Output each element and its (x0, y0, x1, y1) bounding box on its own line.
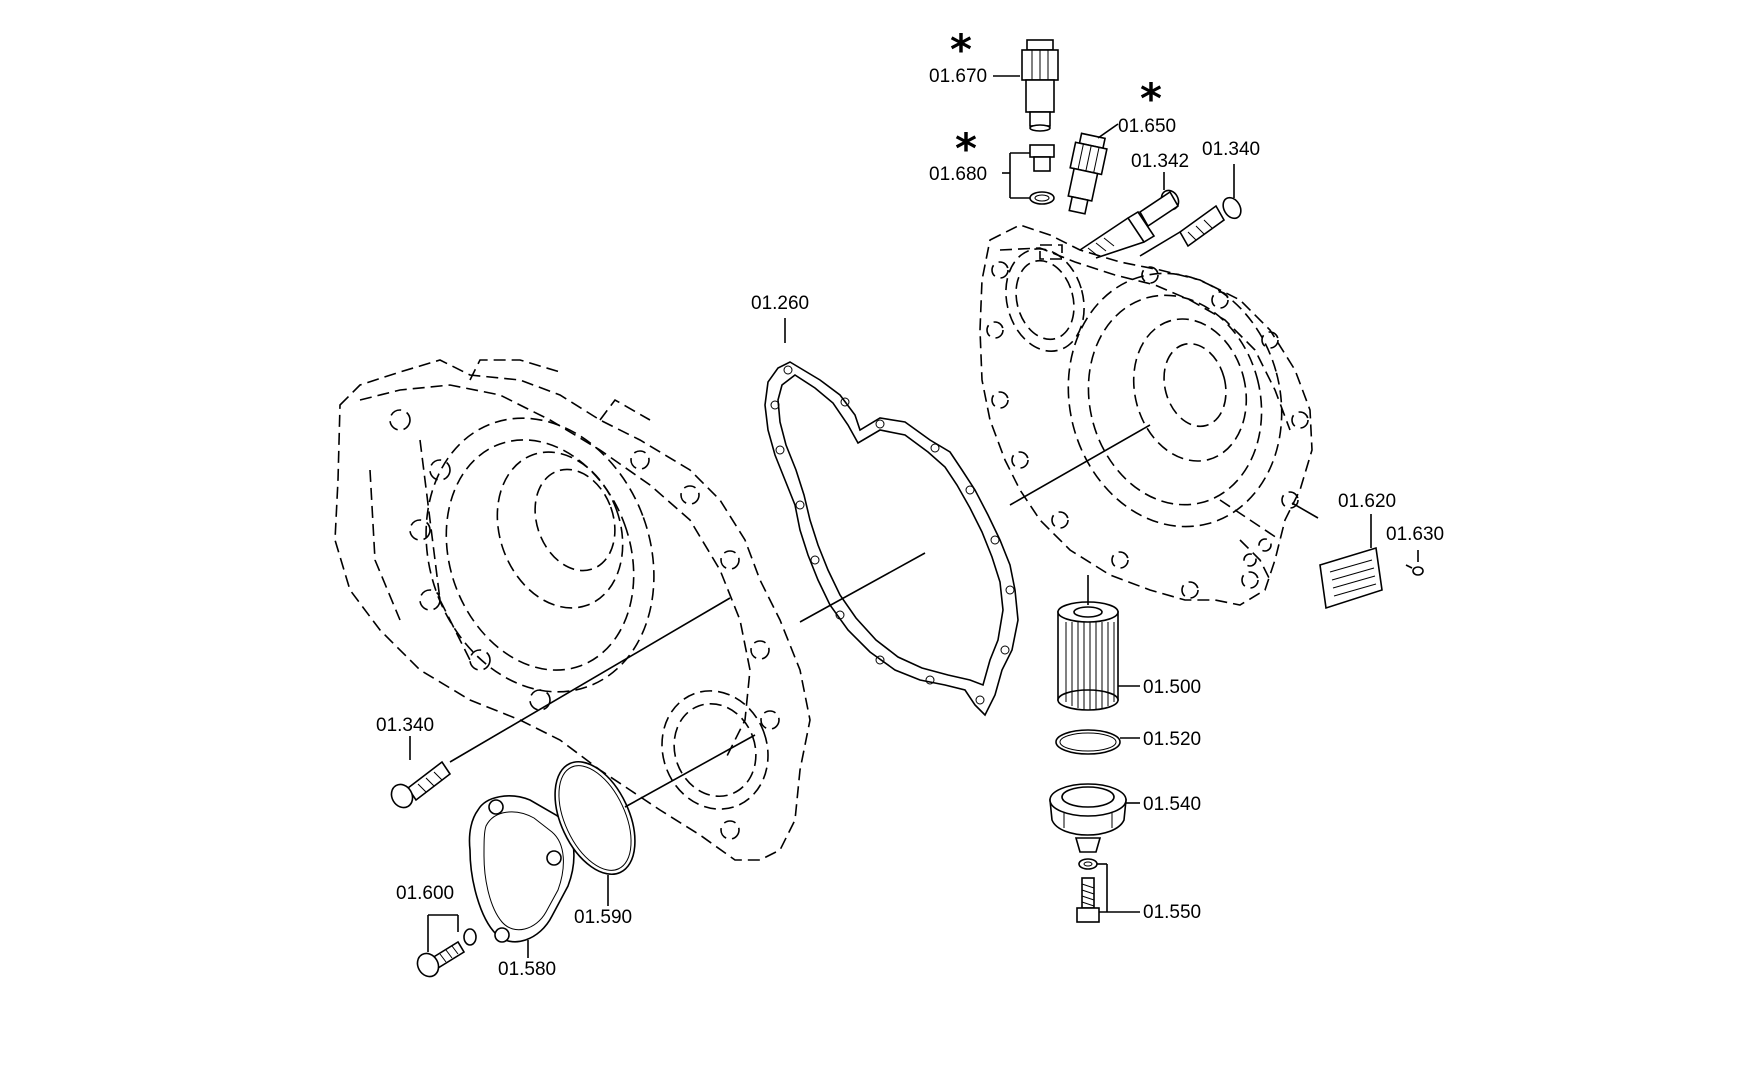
bolt-washer-01-550 (1076, 858, 1100, 923)
label-01-540: 01.540 (1143, 794, 1201, 815)
asterisk-marker-01-650: * (1140, 74, 1162, 123)
label-01-340-top: 01.340 (1202, 139, 1260, 160)
rivet-01-630 (1405, 564, 1424, 576)
label-01-260: 01.260 (751, 293, 809, 314)
oil-filter-01-500 (1057, 601, 1119, 711)
o-ring-01-520 (1055, 729, 1121, 755)
label-01-342: 01.342 (1131, 151, 1189, 172)
sensor-01-650 (1067, 132, 1108, 215)
leader-lines (409, 75, 1419, 958)
asterisk-marker-01-670: * (950, 25, 972, 74)
label-01-590: 01.590 (574, 907, 632, 928)
left-transmission-housing (334, 359, 811, 861)
right-transmission-housing (979, 224, 1313, 606)
asterisk-marker-01-680: * (955, 124, 977, 173)
label-01-600: 01.600 (396, 883, 454, 904)
label-01-670: 01.670 (929, 66, 987, 87)
bolt-01-340-top (1139, 196, 1242, 257)
bolt-washer-01-600 (416, 928, 477, 978)
label-01-580: 01.580 (498, 959, 556, 980)
o-ring-01-590 (554, 760, 636, 876)
bolt-01-342 (1079, 189, 1180, 259)
filter-housing-01-540 (1049, 783, 1127, 853)
cover-01-580 (468, 795, 575, 943)
sensor-01-670 (1021, 39, 1059, 132)
bolt-01-340-left (390, 760, 452, 809)
label-01-340-left: 01.340 (376, 715, 434, 736)
label-01-630: 01.630 (1386, 524, 1444, 545)
nameplate-01-620 (1319, 546, 1383, 610)
label-01-620: 01.620 (1338, 491, 1396, 512)
label-01-650: 01.650 (1118, 116, 1176, 137)
label-01-550: 01.550 (1143, 902, 1201, 923)
label-01-520: 01.520 (1143, 729, 1201, 750)
label-01-680: 01.680 (929, 164, 987, 185)
gasket-01-260 (764, 361, 1019, 717)
plug-01-680 (1029, 144, 1055, 205)
label-01-500: 01.500 (1143, 677, 1201, 698)
